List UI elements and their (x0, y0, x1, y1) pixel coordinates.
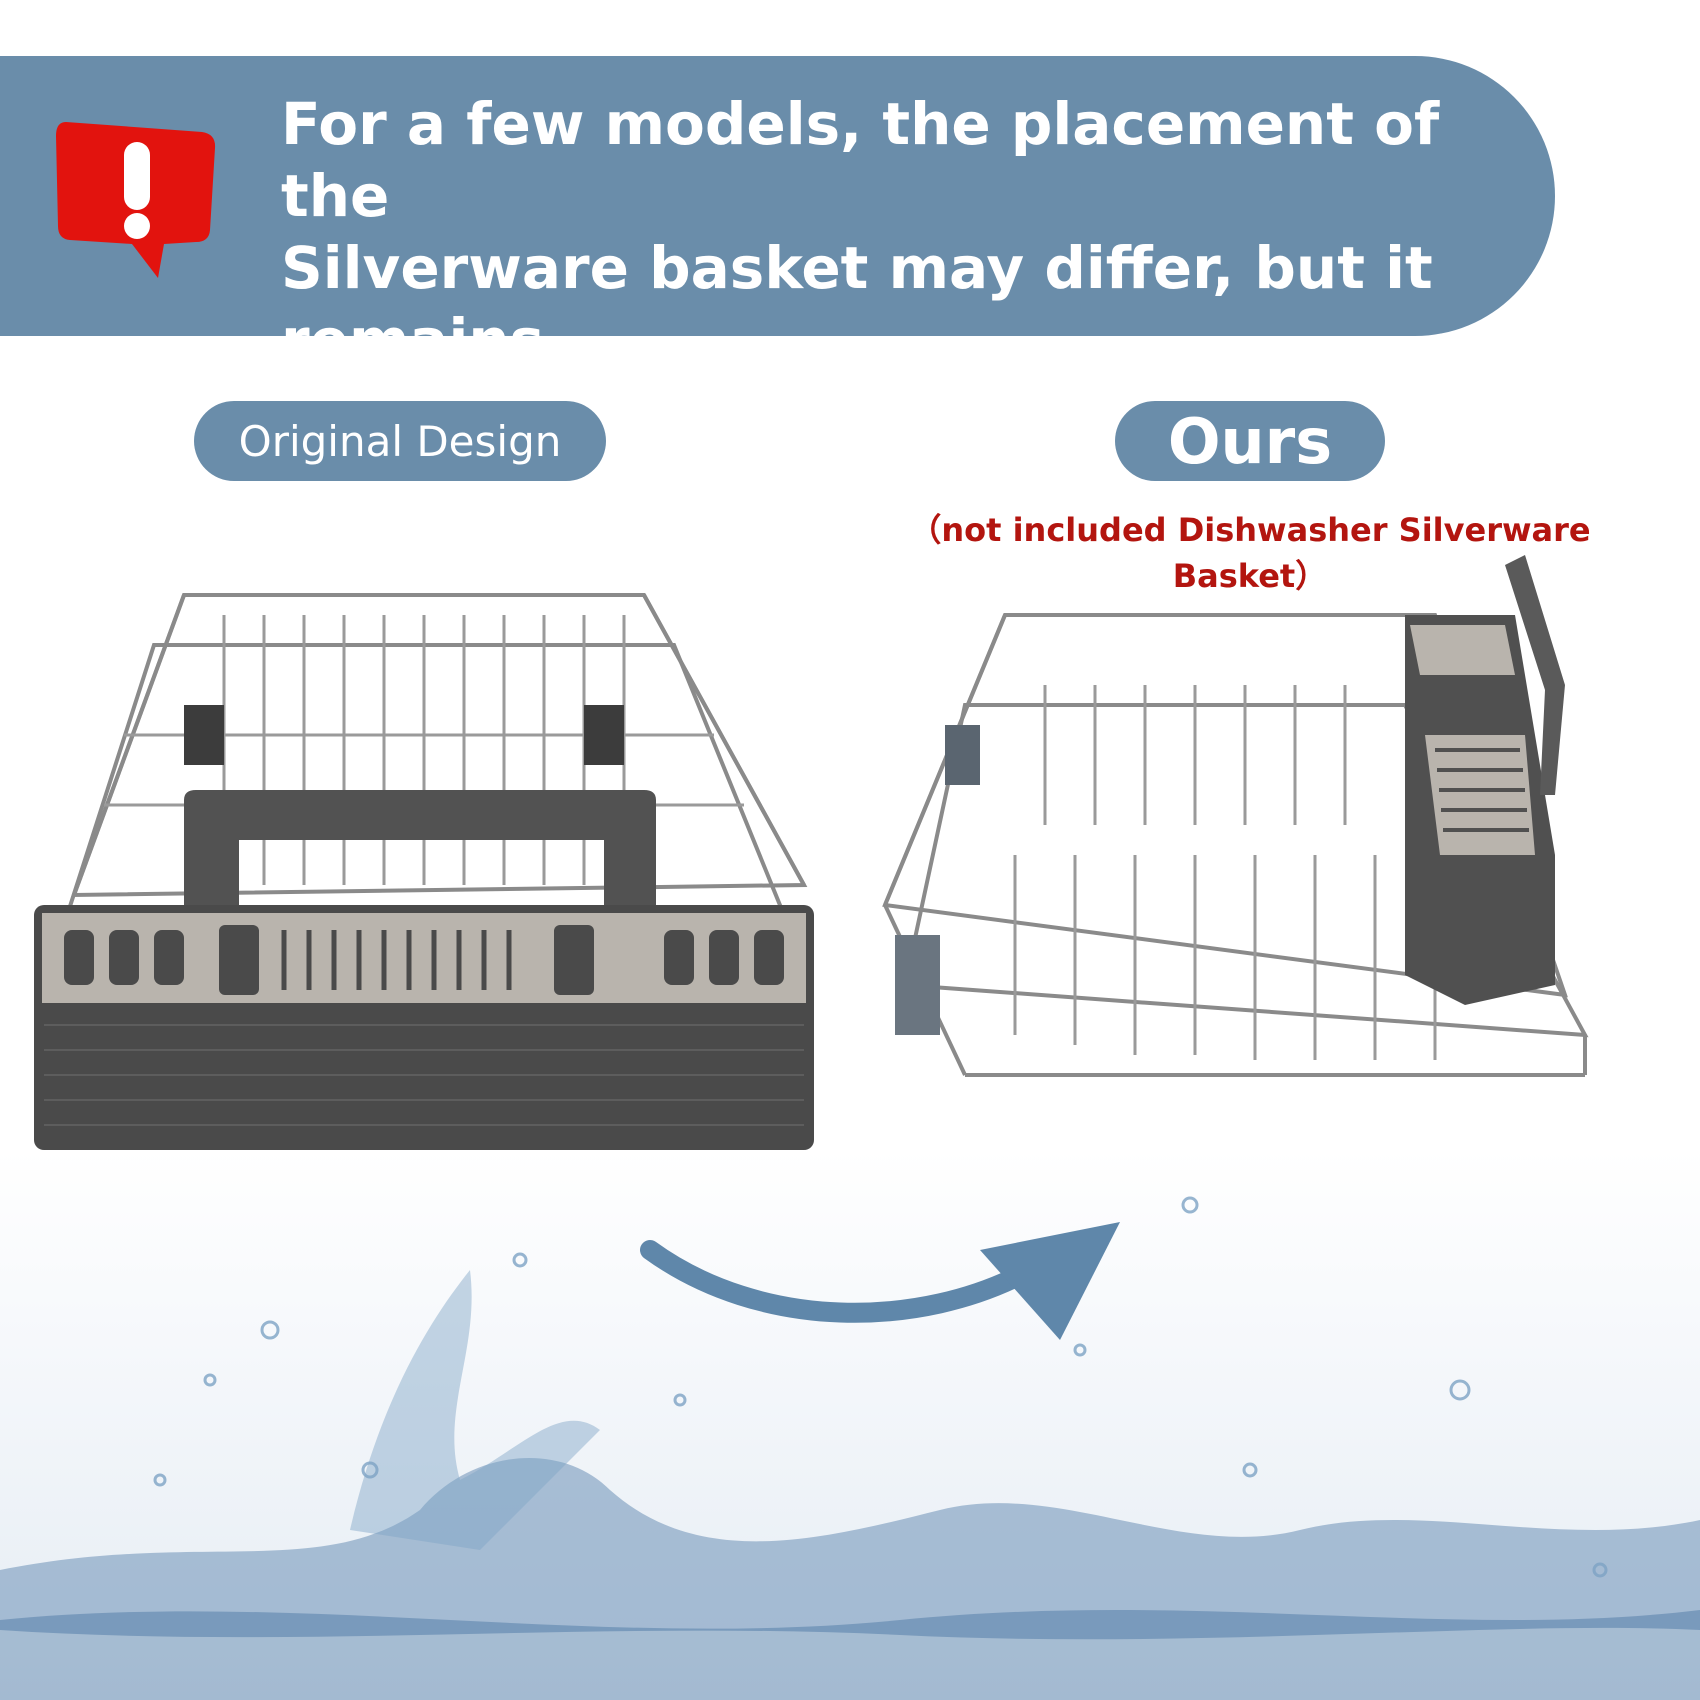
curved-arrow-right-icon (640, 1222, 1120, 1340)
original-design-rack-image (34, 593, 814, 1150)
banner-line-1: For a few models, the placement of the (281, 90, 1440, 230)
water-splash-image (0, 1150, 1700, 1700)
ours-label: Ours (1115, 401, 1385, 481)
banner-line-2: Silverware basket may differ, but it rem… (281, 234, 1433, 374)
ours-rack-image (882, 555, 1589, 1077)
original-design-label: Original Design (194, 401, 606, 481)
banner-text: For a few models, the placement of the S… (281, 88, 1531, 448)
info-banner (0, 56, 1555, 336)
not-included-note: （not included Dishwasher Silverware Bask… (909, 511, 1591, 595)
exclamation-speech-bubble-icon (56, 122, 216, 278)
